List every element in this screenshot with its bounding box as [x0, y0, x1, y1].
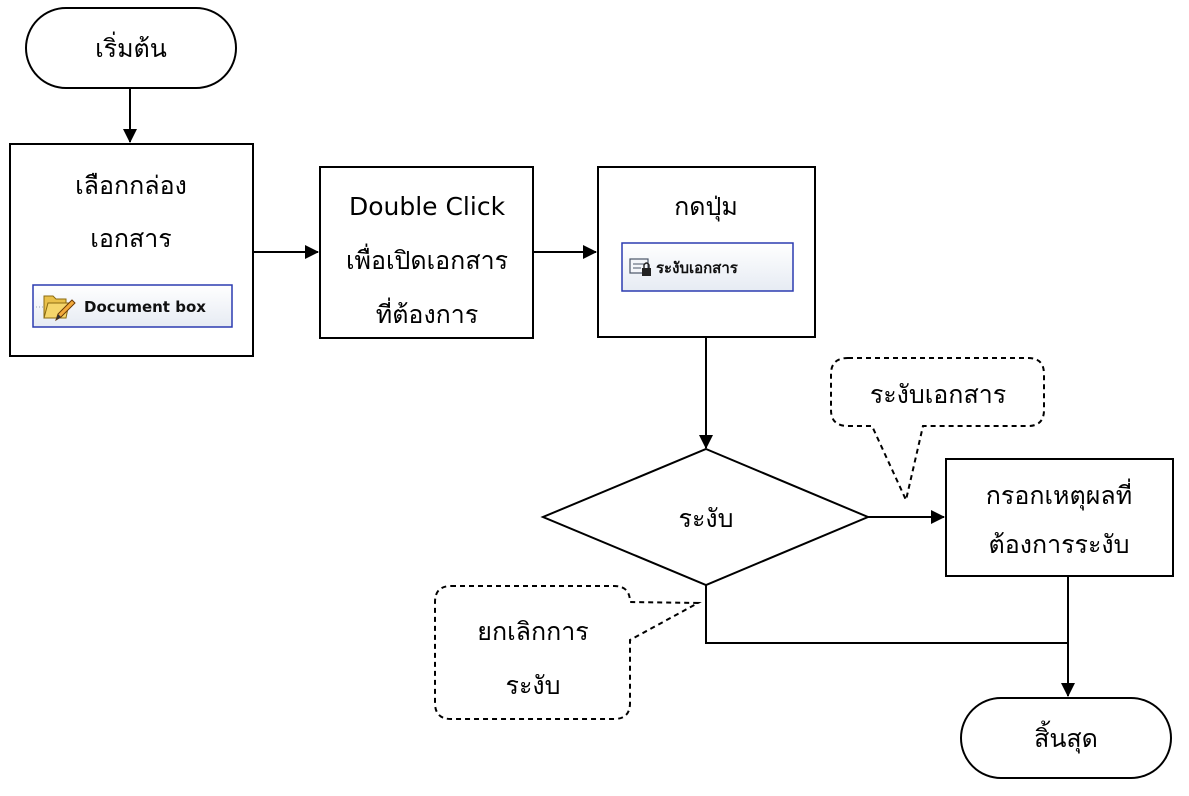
double-click-line1: Double Click — [349, 192, 506, 221]
double-click-line3: ที่ต้องการ — [376, 297, 479, 329]
select-box-line2: เอกสาร — [90, 224, 171, 253]
process-select-box: เลือกกล่อง เอกสาร Document box — [9, 143, 254, 357]
process-press-button: กดปุ่ม ระงับเอกสาร — [597, 166, 816, 338]
callout-cancel-suspend-line1: ยกเลิกการ — [477, 617, 588, 646]
connectors — [123, 88, 1075, 697]
end-terminal: สิ้นสุด — [960, 697, 1172, 779]
lock-document-icon — [629, 258, 651, 276]
folder-pencil-icon — [36, 295, 76, 322]
double-click-line2: เพื่อเปิดเอกสาร — [346, 243, 508, 275]
press-button-line1: กดปุ่ม — [674, 192, 738, 222]
enter-reason-line2: ต้องการระงับ — [989, 530, 1130, 559]
start-terminal: เริ่มต้น — [25, 7, 237, 89]
callout-cancel-suspend: ยกเลิกการ ระงับ — [434, 585, 702, 720]
suspend-document-button[interactable]: ระงับเอกสาร — [621, 242, 794, 292]
callout-suspend-document: ระงับเอกสาร — [830, 357, 1045, 504]
callout-cancel-suspend-line2: ระงับ — [506, 671, 561, 700]
document-box-button-label: Document box — [84, 298, 206, 316]
suspend-document-button-label: ระงับเอกสาร — [656, 259, 739, 277]
start-label: เริ่มต้น — [95, 31, 167, 63]
callout-suspend-document-label: ระงับเอกสาร — [870, 380, 1006, 409]
end-label: สิ้นสุด — [1034, 720, 1098, 754]
process-enter-reason: กรอกเหตุผลที่ ต้องการระงับ — [945, 458, 1174, 577]
line-decision-no-to-merge — [705, 585, 1068, 644]
process-double-click: Double Click เพื่อเปิดเอกสาร ที่ต้องการ — [319, 166, 534, 339]
document-box-button[interactable]: Document box — [32, 284, 233, 328]
decision-label: ระงับ — [679, 504, 734, 533]
select-box-line1: เลือกกล่อง — [75, 171, 187, 200]
enter-reason-line1: กรอกเหตุผลที่ — [986, 478, 1132, 511]
decision-suspend: ระงับ — [540, 447, 871, 587]
